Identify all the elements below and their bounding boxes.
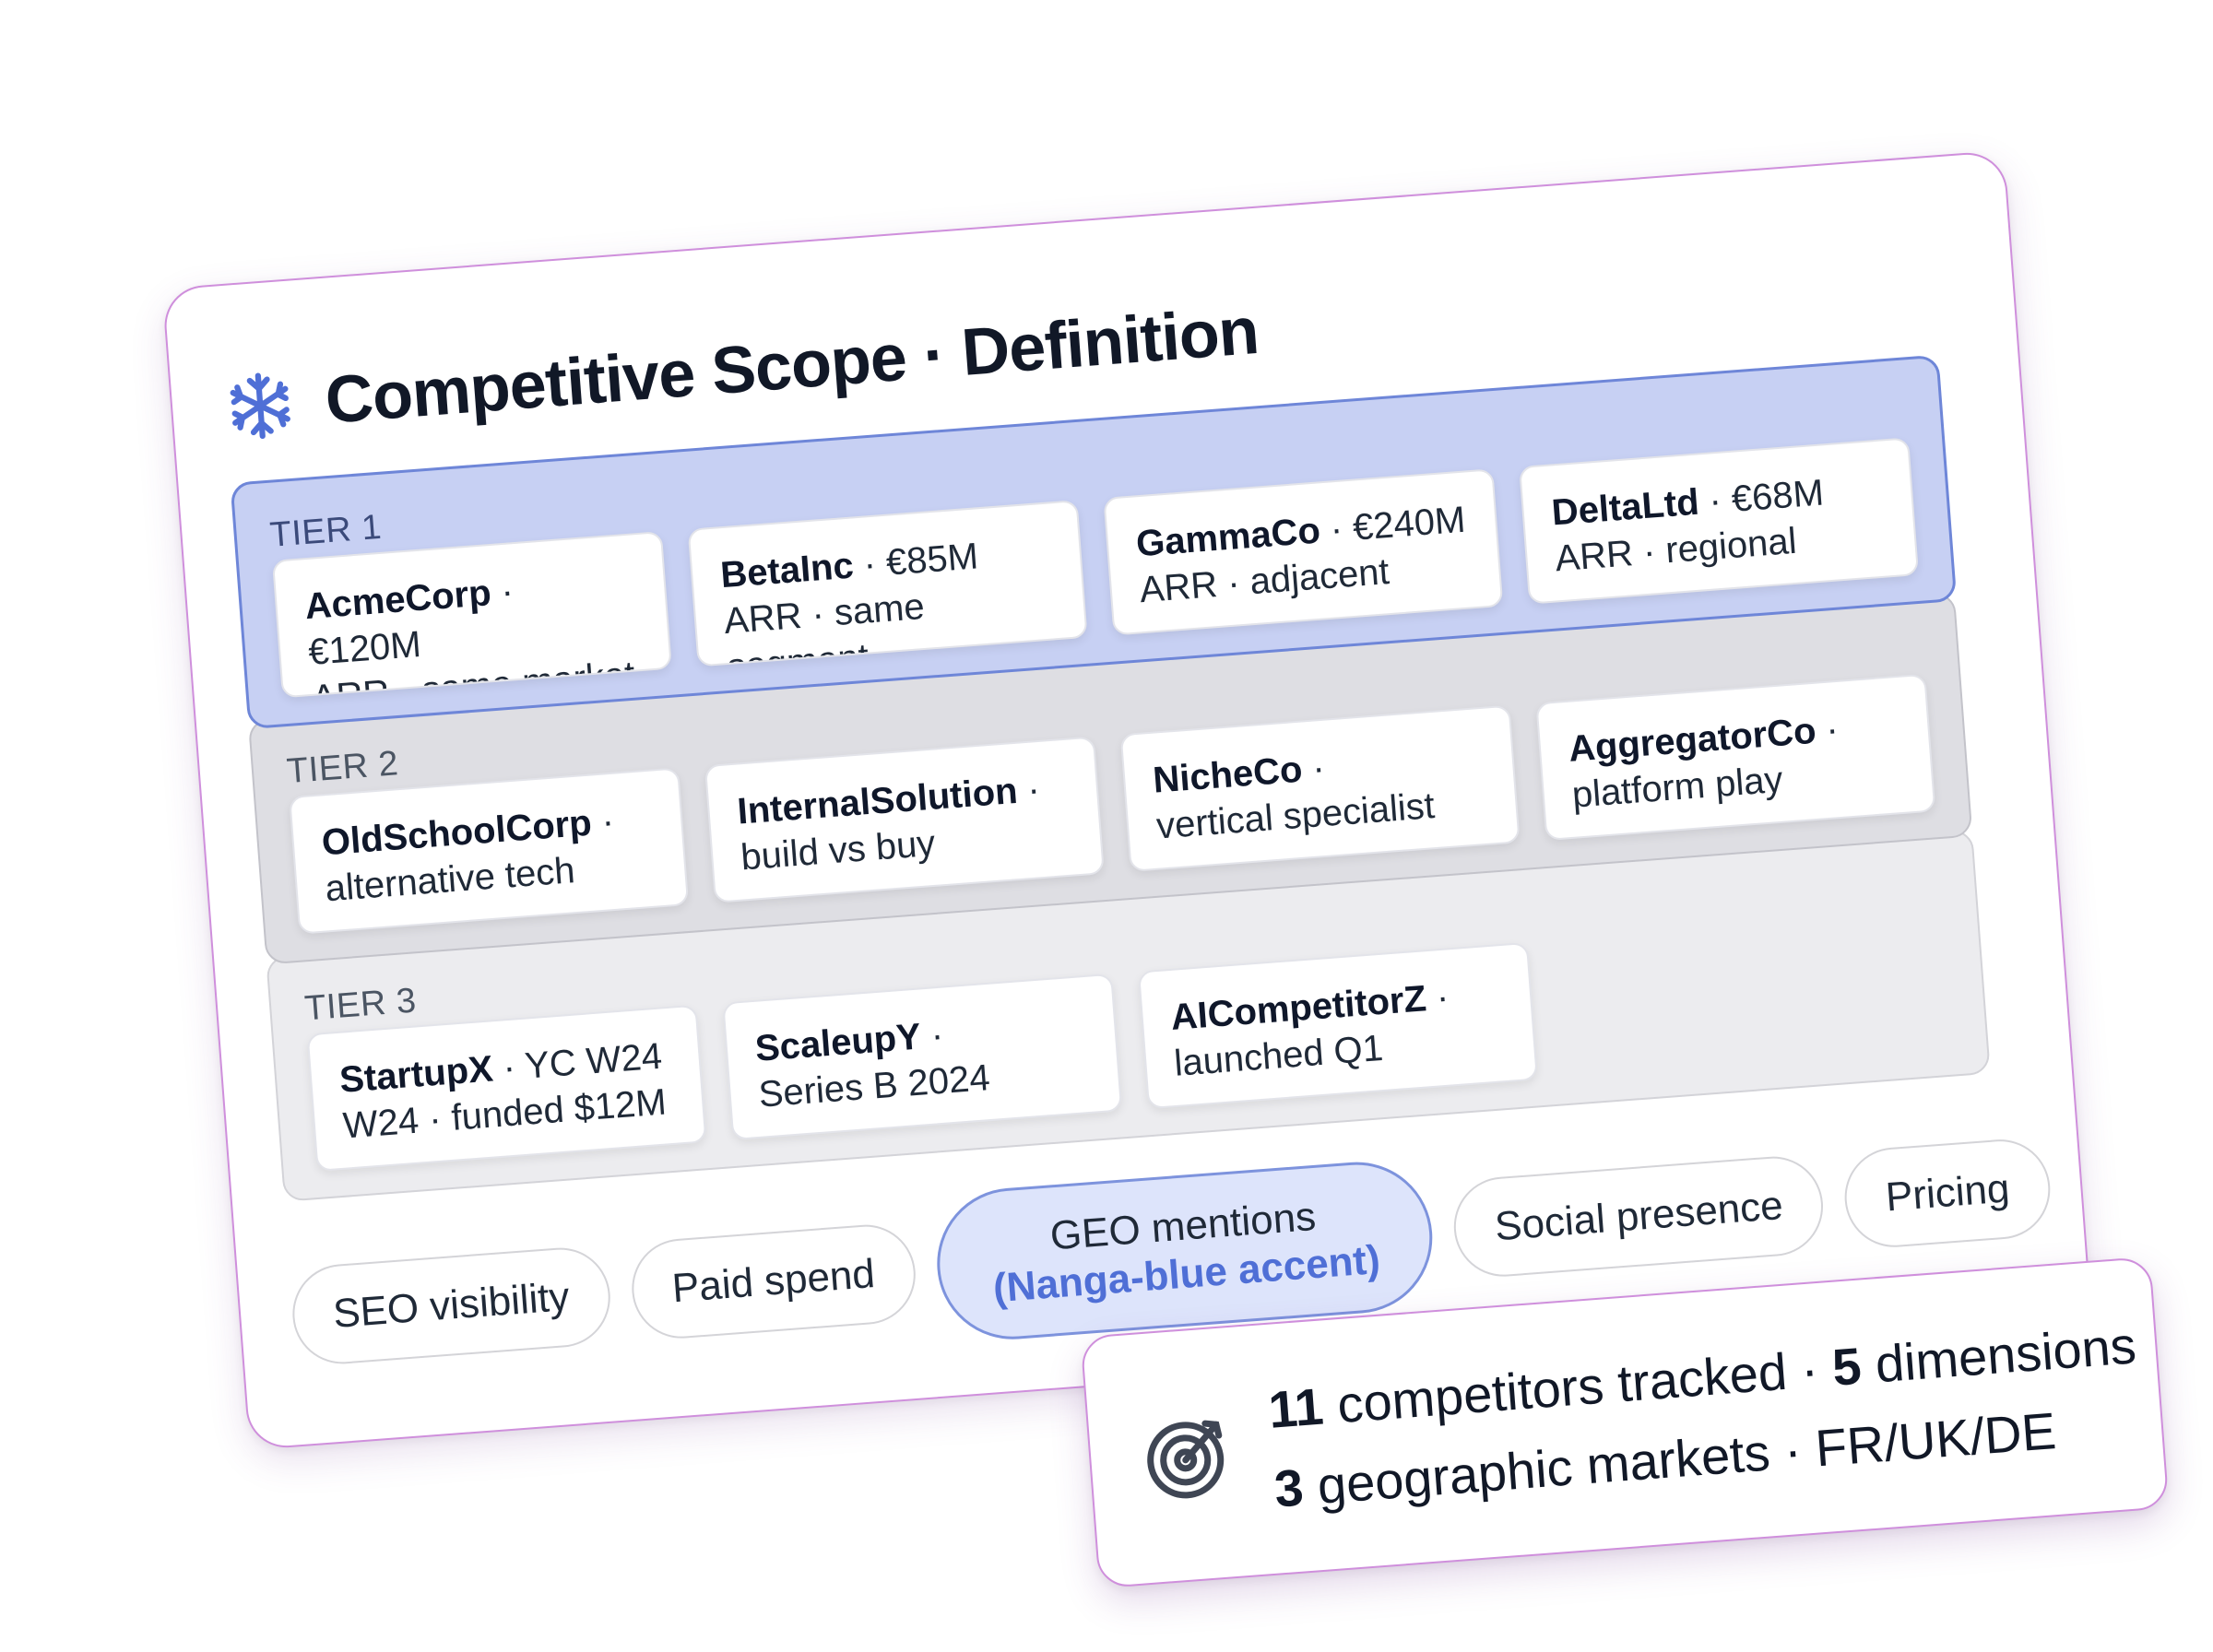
dimension-pill-paid: Paid spend — [628, 1221, 919, 1342]
dimension-pill-seo: SEO visibility — [289, 1244, 614, 1368]
competitor-card: StartupX · YC W24 W24 · funded $12M — [306, 1004, 707, 1172]
dimensions-count: 5 — [1829, 1336, 1864, 1397]
competitor-name: NicheCo — [1151, 749, 1304, 801]
competitor-card: AICompetitorZ · launched Q1 — [1137, 941, 1539, 1110]
dimension-pill-pricing: Pricing — [1841, 1136, 2054, 1251]
tier-label: TIER 1 — [268, 507, 384, 555]
target-icon — [1147, 1420, 1225, 1499]
competitor-card: BetaInc · €85M ARR · same segment — [687, 500, 1088, 667]
dimension-pill-social: Social presence — [1450, 1152, 1828, 1280]
competitors-count: 11 — [1266, 1376, 1326, 1439]
competitor-card: InternalSolution · build vs buy — [704, 736, 1105, 903]
competitive-scope-card: Competitive Scope · Definition TIER 1 Ac… — [161, 149, 2092, 1451]
competitor-row: StartupX · YC W24 W24 · funded $12M Scal… — [306, 941, 1539, 1172]
competitor-card: GammaCo · €240M ARR · adjacent — [1103, 468, 1504, 636]
title-row: Competitive Scope · Definition — [221, 293, 1260, 446]
summary-text: 11 competitors tracked · 5 dimensions 3 … — [1266, 1305, 2145, 1528]
competitor-meta: · €85M — [851, 536, 980, 586]
competitor-meta: · — [1300, 747, 1327, 790]
competitor-meta: · €240M — [1319, 499, 1467, 551]
competitor-meta: · — [1425, 976, 1450, 1020]
tier-label: TIER 3 — [302, 981, 418, 1029]
competitor-name: DeltaLtd — [1550, 481, 1701, 534]
markets-count: 3 — [1272, 1457, 1306, 1518]
competitor-card: OldSchoolCorp · alternative tech — [289, 767, 690, 935]
tier-label: TIER 2 — [285, 744, 400, 792]
competitor-meta: · — [919, 1014, 945, 1057]
competitor-card: AggregatorCo · platform play — [1535, 673, 1936, 842]
competitor-card: AcmeCorp · €120M ARR · same market — [271, 530, 672, 699]
competitor-meta: · €68M — [1697, 472, 1826, 523]
snowflake-icon — [230, 372, 290, 440]
competitor-name: BetaInc — [718, 545, 856, 596]
competitor-card: ScaleupY · Series B 2024 — [722, 973, 1123, 1141]
competitor-meta: · — [1015, 769, 1042, 811]
dimensions-text: dimensions — [1859, 1316, 2138, 1395]
summary-card: 11 competitors tracked · 5 dimensions 3 … — [1080, 1256, 2170, 1589]
competitor-name: AcmeCorp — [303, 572, 493, 628]
competitor-meta: · — [1814, 708, 1840, 751]
competitor-meta: · — [589, 800, 616, 844]
competitor-card: DeltaLtd · €68M ARR · regional — [1519, 437, 1920, 605]
competitor-card: NicheCo · vertical specialist — [1119, 704, 1521, 872]
